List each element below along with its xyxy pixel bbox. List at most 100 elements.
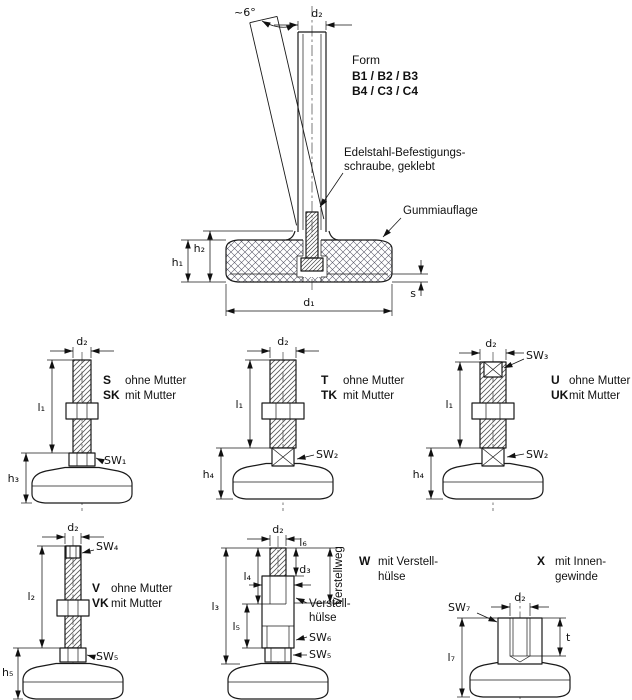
base-section: [225, 211, 393, 283]
h4-dimension: h₄: [203, 447, 272, 500]
desc-u: ohne Mutter: [569, 375, 631, 387]
desc-x-1: mit Innen-: [555, 556, 606, 568]
sw1-callout: SW₁: [95, 454, 126, 467]
travel-dimension: Verstellweg: [294, 546, 345, 605]
hex-nut: [261, 402, 305, 420]
l3-label: l₃: [212, 600, 219, 613]
hex-boss: [264, 647, 292, 663]
angle-dimension: ~6°: [234, 6, 296, 31]
variant-v-vk: d₂ SW₄ V ohne Mutter VK mit Mutter l₂ SW…: [2, 521, 173, 700]
s-label: s: [410, 287, 416, 300]
sleeve-label-1: Verstell-: [309, 598, 351, 610]
d2-dimension: d₂: [247, 335, 319, 358]
code-x: X: [537, 554, 545, 568]
h4-label: h₄: [203, 468, 215, 481]
screw-note-line2: schraube, geklebt: [344, 161, 436, 173]
l7-label: l₇: [448, 651, 455, 664]
foot-base: [442, 462, 544, 500]
rubber-note-label: Gummiauflage: [403, 205, 478, 217]
h4-dimension: h₄: [413, 447, 482, 500]
sw2-callout: SW₂: [506, 448, 548, 461]
code-u: U: [551, 373, 560, 387]
variant-t-tk: d₂ T ohne Mutter TK mit Mutter l₁ SW₂ h₄: [203, 335, 405, 511]
l6-label: l₆: [299, 536, 307, 549]
sw2-callout: SW₂: [296, 448, 338, 461]
code-uk: UK: [551, 388, 569, 402]
l2-label: l₂: [28, 590, 35, 603]
top-hex-tip: [65, 545, 81, 559]
d1-label: d₁: [303, 296, 314, 309]
d2-dimension: d₂: [459, 337, 524, 360]
sw2-label: SW₂: [526, 448, 548, 461]
desc-w-2: hülse: [378, 571, 406, 583]
hex-nut: [65, 402, 99, 420]
sw4-callout: SW₄: [81, 540, 119, 554]
h5-dimension: h₅: [2, 647, 60, 700]
fastening-screw-head: [300, 257, 324, 272]
h4-label: h₄: [413, 468, 425, 481]
desc-uk: mit Mutter: [569, 390, 620, 402]
h-dimensions: h₂ h₁: [172, 230, 293, 283]
d2-dimension: d₂: [42, 521, 104, 544]
sw6-callout: SW₆: [295, 631, 332, 644]
l1-dimension: l₁: [38, 359, 73, 453]
l1-dimension: l₁: [236, 359, 270, 448]
l6-dimension: l₆: [286, 536, 336, 577]
h5-label: h₅: [2, 666, 13, 679]
sleeve-callout: Verstell- hülse: [295, 597, 351, 624]
l1-label: l₁: [446, 398, 453, 411]
main-section-view: ~6° d₂ Form B1 / B2 / B3 B4 / C3 / C4 Ed…: [172, 6, 478, 316]
d3-label: d₃: [299, 563, 310, 576]
d2-dimension: d₂: [247, 523, 300, 546]
variant-u-uk: d₂ SW₃ U ohne Mutter UK mit Mutter l₁ SW…: [413, 337, 631, 511]
h3-dimension: h₃: [8, 452, 69, 504]
l3-dimension: l₃: [212, 548, 240, 665]
d2-label: d₂: [277, 335, 288, 348]
l4-label: l₄: [244, 570, 252, 583]
d2-dimension: d₂: [50, 335, 114, 358]
fastening-screw-shaft: [305, 211, 319, 259]
desc-vk: mit Mutter: [111, 598, 162, 610]
sw4-label: SW₄: [96, 540, 119, 553]
sw5-callout: SW₅: [86, 650, 118, 663]
code-vk: VK: [92, 596, 109, 610]
screw-note: Edelstahl-Befestigungs- schraube, gekleb…: [319, 147, 466, 208]
foot-base: [31, 466, 133, 504]
desc-s: ohne Mutter: [125, 375, 187, 387]
sw3-label: SW₃: [526, 349, 548, 362]
hex-nut: [56, 599, 90, 617]
form-codes-1: B1 / B2 / B3: [352, 69, 418, 83]
form-title: Form: [352, 53, 380, 67]
d2-dimension: d₂: [491, 591, 549, 616]
d2-label: d₂: [272, 523, 283, 536]
hex-socket: [481, 447, 505, 467]
threaded-boss: [497, 617, 543, 665]
sleeve-label-2: hülse: [309, 612, 337, 624]
h3-label: h₃: [8, 472, 19, 485]
l1-dimension: l₁: [446, 361, 480, 448]
sw7-label: SW₇: [448, 601, 470, 614]
t-label: t: [566, 631, 571, 644]
variant-s-sk: d₂ S ohne Mutter SK mit Mutter l₁ SW₁ h₃: [8, 335, 187, 511]
desc-x-2: gewinde: [555, 571, 598, 583]
code-w: W: [359, 554, 371, 568]
hex-nut: [471, 402, 515, 420]
sw3-callout: SW₃: [503, 349, 548, 369]
h2-label: h₂: [194, 242, 205, 255]
d1-dimension: d₁: [225, 284, 393, 316]
desc-sk: mit Mutter: [125, 390, 176, 402]
hex-socket: [271, 447, 295, 467]
sw7-callout: SW₇: [448, 601, 498, 623]
l7-dimension: l₇: [448, 617, 498, 698]
foot-base: [227, 662, 329, 700]
sw5-callout: SW₅: [293, 648, 331, 661]
foot-base: [22, 662, 124, 700]
d2-label: d₂: [311, 7, 322, 20]
threaded-stud: [64, 545, 82, 649]
l2-dimension: l₂: [28, 545, 65, 648]
angle-label: ~6°: [234, 6, 256, 19]
desc-v: ohne Mutter: [111, 583, 173, 595]
h1-label: h₁: [172, 256, 183, 269]
variant-x: X mit Innen- gewinde d₂ SW₇ t l₇: [448, 554, 606, 699]
